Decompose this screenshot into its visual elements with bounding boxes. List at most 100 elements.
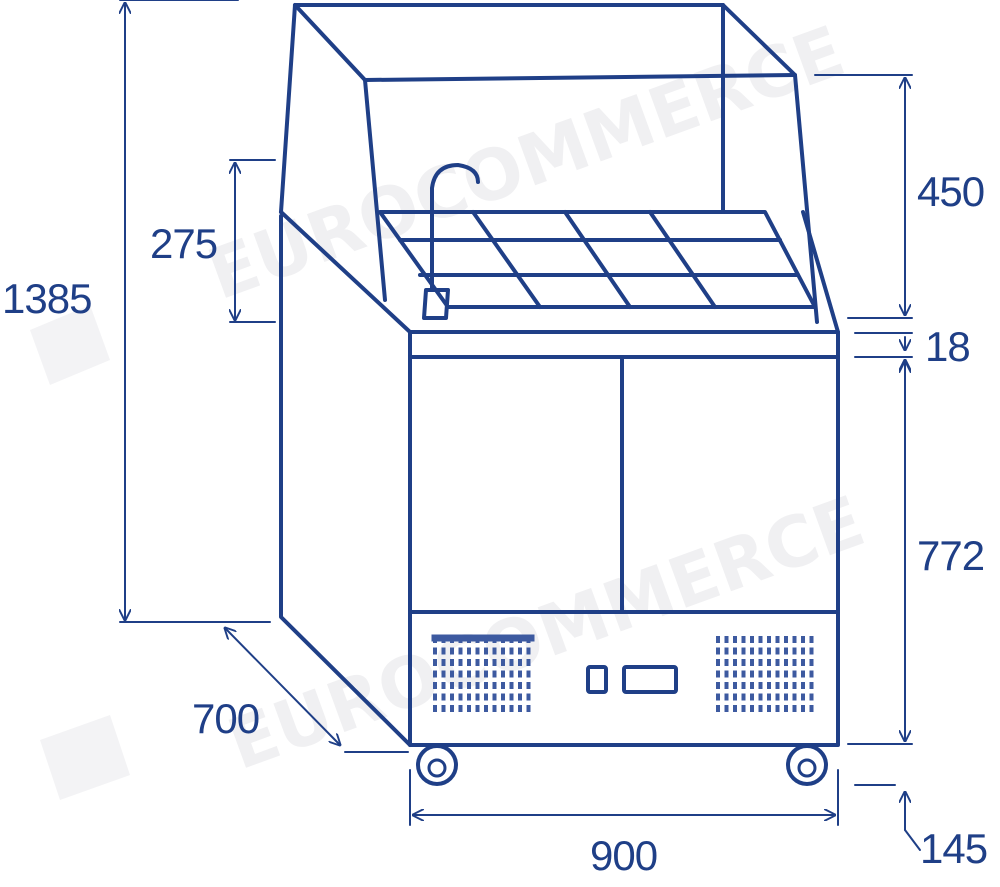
vent-slot: [716, 693, 720, 701]
vent-slot: [509, 670, 514, 678]
vent-slot: [484, 670, 488, 678]
vent-slot: [509, 705, 514, 712]
vent-slot: [758, 636, 763, 643]
wheel-right: [786, 744, 828, 786]
label-total-height: 1385: [2, 275, 91, 322]
vent-slot: [433, 705, 437, 712]
watermark-logo-1: [30, 305, 110, 385]
vent-slot: [809, 636, 814, 643]
vent-slot: [484, 647, 488, 655]
vent-slot: [767, 693, 771, 701]
display-panel: [622, 665, 678, 694]
vent-slot: [767, 636, 771, 643]
vent-slot: [758, 659, 763, 666]
vent-slot: [433, 659, 437, 666]
vent-slot: [724, 659, 729, 666]
vent-slot: [809, 682, 814, 689]
vent-slot: [716, 636, 720, 643]
power-switch-icon: [586, 665, 608, 694]
vent-slot: [526, 647, 531, 655]
vent-slot: [733, 693, 737, 701]
vent-slot: [467, 682, 471, 689]
vent-slot: [801, 647, 805, 655]
vent-slot: [467, 636, 471, 643]
label-width: 900: [590, 832, 657, 879]
vent-slot: [767, 647, 771, 655]
vent-slot: [767, 670, 771, 678]
vent-slot: [433, 636, 437, 643]
vent-slot: [733, 682, 737, 689]
vent-slot: [501, 659, 505, 666]
faucet-icon: [422, 163, 480, 320]
vent-slot: [784, 659, 788, 666]
vent-slot: [441, 636, 446, 643]
vent-slot: [450, 705, 454, 712]
vent-slot: [775, 636, 780, 643]
cabinet: [279, 210, 840, 747]
vent-slot: [509, 636, 514, 643]
glass-canopy: [279, 3, 819, 324]
vent-slot: [792, 670, 797, 678]
vent-slot: [441, 659, 446, 666]
vent-slot: [450, 647, 454, 655]
vent-slot: [518, 636, 522, 643]
vent-slot: [509, 647, 514, 655]
vent-slot: [784, 682, 788, 689]
vent-slot: [792, 705, 797, 712]
vent-slot: [792, 659, 797, 666]
vent-slot: [750, 636, 754, 643]
vent-slot: [809, 705, 814, 712]
vent-slot: [475, 659, 480, 666]
vent-slot: [484, 636, 488, 643]
vent-slot: [458, 636, 463, 643]
vent-slot: [433, 682, 437, 689]
vent-slot: [716, 705, 720, 712]
vent-slot: [441, 682, 446, 689]
vent-slot: [492, 693, 497, 701]
vent-slot: [775, 670, 780, 678]
vent-slot: [441, 693, 446, 701]
vent-slot: [809, 659, 814, 666]
vent-slot: [509, 682, 514, 689]
vent-slot: [716, 659, 720, 666]
vent-slot: [492, 670, 497, 678]
vent-slot: [733, 636, 737, 643]
vent-slot: [484, 659, 488, 666]
wheel-left: [416, 744, 458, 786]
vent-slot: [792, 693, 797, 701]
vent-slot: [724, 647, 729, 655]
vent-slot: [733, 647, 737, 655]
vent-slot: [716, 647, 720, 655]
vent-slot: [809, 670, 814, 678]
vent-slot: [724, 705, 729, 712]
vent-slot: [724, 670, 729, 678]
vent-slot: [775, 682, 780, 689]
vent-slot: [741, 670, 746, 678]
vent-slot: [518, 693, 522, 701]
vent-slot: [741, 659, 746, 666]
vent-slot: [518, 682, 522, 689]
vent-slot: [733, 670, 737, 678]
vent-slot: [801, 670, 805, 678]
vent-slot: [475, 693, 480, 701]
vent-slot: [775, 705, 780, 712]
vent-slot: [750, 647, 754, 655]
vent-slot: [526, 636, 531, 643]
vent-slot: [724, 682, 729, 689]
label-canopy-height: 450: [917, 168, 984, 215]
vent-slot: [750, 693, 754, 701]
vent-slot: [501, 636, 505, 643]
vent-slot: [441, 705, 446, 712]
vent-slot: [809, 693, 814, 701]
vent-slot: [518, 659, 522, 666]
label-wheel-height: 145: [920, 825, 987, 872]
vent-slot: [792, 682, 797, 689]
vent-slot: [441, 670, 446, 678]
vent-slot: [801, 705, 805, 712]
vent-grilles: [433, 636, 814, 712]
vent-slot: [458, 659, 463, 666]
vent-slot: [509, 659, 514, 666]
vent-slot: [492, 647, 497, 655]
vent-slot: [526, 670, 531, 678]
vent-slot: [450, 693, 454, 701]
